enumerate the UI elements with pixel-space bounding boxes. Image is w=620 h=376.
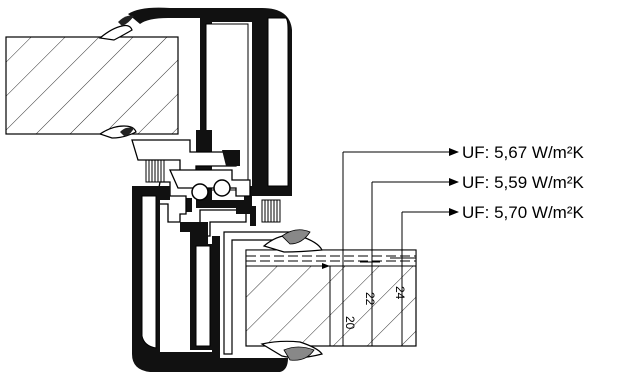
dimension-label-22: 22 — [363, 292, 377, 306]
brush-seal-lower — [261, 199, 281, 223]
uf-value-label-22: UF: 5,59 W/m²K — [462, 173, 585, 192]
dimension-label-20: 20 — [343, 316, 357, 330]
lower-glazing-gasket — [260, 229, 323, 361]
brush-seal-upper — [145, 159, 165, 183]
lower-glass-pane — [245, 249, 417, 347]
callout-uf-20: UF: 5,67 W/m²K — [343, 143, 585, 162]
callout-uf-22: UF: 5,59 W/m²K — [372, 173, 585, 192]
dimension-line-24: 24 — [390, 212, 416, 346]
upper-glazing-gasket — [98, 15, 137, 139]
uf-value-label-20: UF: 5,67 W/m²K — [462, 143, 585, 162]
callout-uf-24: UF: 5,70 W/m²K — [402, 203, 585, 222]
upper-sash-profile — [128, 7, 292, 208]
uf-value-label-24: UF: 5,70 W/m²K — [462, 203, 585, 222]
upper-glass-pane — [5, 36, 179, 135]
dimension-line-20: 20 — [322, 152, 357, 346]
dimension-line-22: 22 — [360, 182, 380, 346]
thermal-break-detail — [131, 139, 256, 237]
lower-frame-profile — [132, 186, 301, 372]
dimension-label-24: 24 — [393, 286, 407, 300]
